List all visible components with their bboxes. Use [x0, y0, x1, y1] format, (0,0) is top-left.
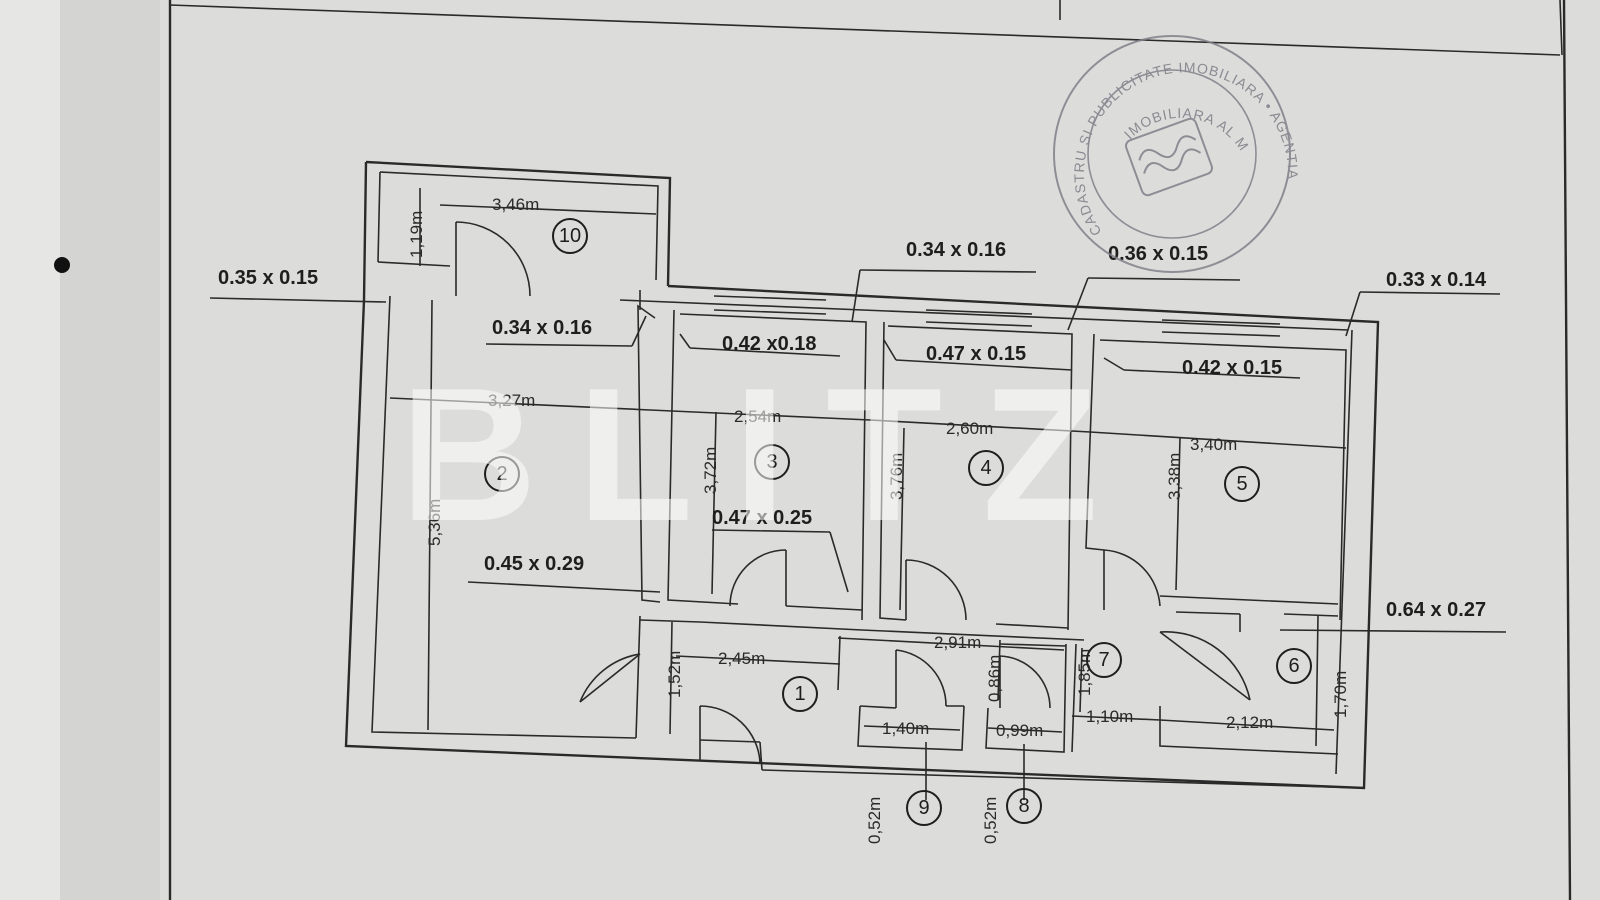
- interior-walls: [619, 290, 1349, 755]
- room-7-number: 7: [1098, 649, 1109, 671]
- page-frame: [168, 0, 1572, 900]
- room-1-marker: 1: [782, 676, 818, 712]
- window-label-9: 0.47 x 0.25: [712, 507, 812, 529]
- dim-0-52-right: 0,52m: [981, 797, 1000, 844]
- dimension-labels: 3,46m 1,19m 3,27m 5,36m 2,54m 3,72m 2,60…: [407, 195, 1350, 844]
- room-2-number: 2: [496, 463, 507, 485]
- window-label-5: 0.36 x 0.15: [1108, 243, 1208, 265]
- dim-2-45: 2,45m: [718, 649, 765, 668]
- window-label-10: 0.45 x 0.29: [484, 553, 584, 575]
- dim-3-40: 3,40m: [1190, 435, 1237, 454]
- dimension-lines: [389, 188, 1347, 800]
- window-labels: 0.35 x 0.15 0.34 x 0.16 0.34 x 0.16 0.42…: [218, 239, 1487, 621]
- room-3-number: 3: [766, 451, 777, 473]
- room-5-number: 5: [1236, 473, 1247, 495]
- room-6-marker: 6: [1276, 648, 1312, 684]
- dim-1-85: 1,85m: [1075, 649, 1094, 696]
- room-2-marker: 2: [484, 456, 520, 492]
- dim-3-72: 3,72m: [701, 447, 720, 494]
- dim-2-12: 2,12m: [1226, 713, 1273, 732]
- room-1-number: 1: [794, 683, 805, 705]
- window-label-11: 0.64 x 0.27: [1386, 599, 1486, 621]
- dim-0-99: 0,99m: [996, 721, 1043, 740]
- room-3-marker: 3: [754, 444, 790, 480]
- room-8-marker: 8: [1006, 788, 1042, 824]
- room-10-number: 10: [559, 225, 581, 247]
- window-label-4: 0.42 x0.18: [722, 333, 817, 355]
- room-7-marker: 7: [1086, 642, 1122, 678]
- dim-1-10: 1,10m: [1086, 707, 1133, 726]
- window-label-7: 0.33 x 0.14: [1386, 269, 1487, 291]
- paper-left-shadow: [60, 0, 160, 900]
- dim-0-86: 0,86m: [985, 655, 1004, 702]
- window-label-3: 0.34 x 0.16: [906, 239, 1006, 261]
- dim-3-27: 3,27m: [488, 391, 535, 410]
- window-label-1: 0.35 x 0.15: [218, 267, 318, 289]
- dim-1-70: 1,70m: [1331, 671, 1350, 718]
- door-swings: [455, 221, 1251, 763]
- dim-5-36: 5,36m: [425, 499, 444, 546]
- outer-walls: [344, 160, 1380, 790]
- dim-0-52-left: 0,52m: [865, 797, 884, 844]
- watermark-logo: BLITZ: [400, 349, 1138, 561]
- room-numbers: 1 2 3 4 5 6 7 8 9 10: [484, 218, 1312, 826]
- dim-1-19: 1,19m: [407, 211, 426, 258]
- window-label-2: 0.34 x 0.16: [492, 317, 592, 339]
- room-6-number: 6: [1288, 655, 1299, 677]
- dim-3-76: 3,76m: [887, 453, 906, 500]
- binder-hole: [54, 257, 70, 273]
- dim-2-91: 2,91m: [934, 633, 981, 652]
- dim-3-38: 3,38m: [1165, 453, 1184, 500]
- dim-3-46: 3,46m: [492, 195, 539, 214]
- room-5-marker: 5: [1224, 466, 1260, 502]
- room-9-marker: 9: [906, 790, 942, 826]
- paper-left-margin: [0, 0, 60, 900]
- room-10-marker: 10: [552, 218, 588, 254]
- room-9-number: 9: [918, 797, 929, 819]
- room-4-number: 4: [980, 457, 991, 479]
- stamp-coat-of-arms-icon: [1125, 117, 1213, 197]
- room-8-number: 8: [1018, 795, 1029, 817]
- dim-1-40: 1,40m: [882, 719, 929, 738]
- dim-1-52: 1,52m: [665, 651, 684, 698]
- dim-2-60: 2,60m: [946, 419, 993, 438]
- window-leaders: [209, 269, 1507, 633]
- room-4-marker: 4: [968, 450, 1004, 486]
- window-label-6: 0.47 x 0.15: [926, 343, 1026, 365]
- window-label-8: 0.42 x 0.15: [1182, 357, 1282, 379]
- dim-2-54: 2,54m: [734, 407, 781, 426]
